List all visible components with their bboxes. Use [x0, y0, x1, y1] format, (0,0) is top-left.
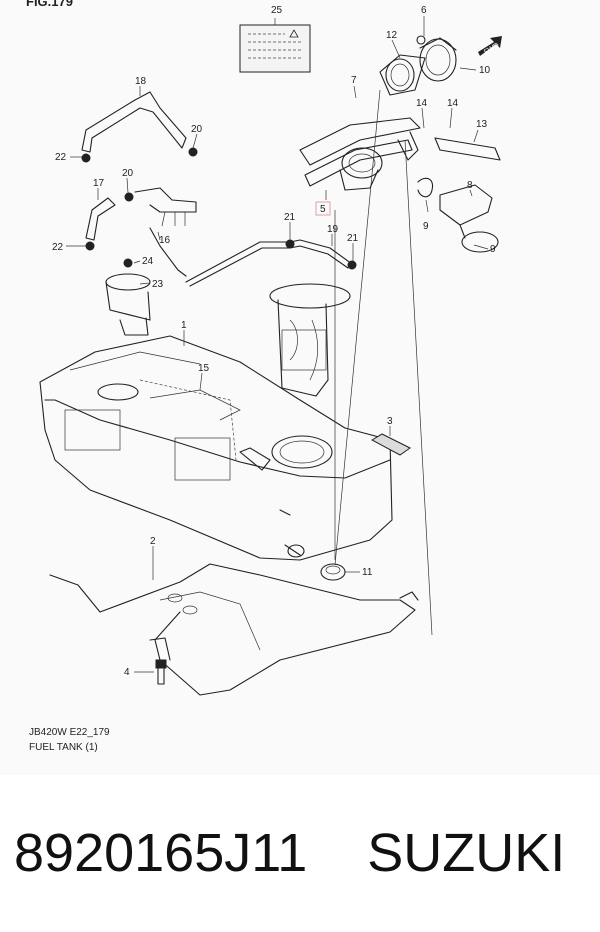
callout-3: 3 [387, 416, 393, 427]
pad-part-3 [370, 433, 411, 456]
callout-6: 6 [421, 5, 427, 16]
highlight-box [315, 201, 331, 216]
svg-text:FWD: FWD [483, 42, 500, 56]
callout-2: 2 [150, 536, 156, 547]
diagram-panel: FIG.179 FWD [26, 0, 502, 753]
figure-title: FUEL TANK (1) [29, 742, 98, 753]
warning-label-part [239, 24, 311, 73]
part-number-caption [0, 775, 600, 932]
fuel-level-sender [105, 258, 151, 336]
callout-4: 4 [124, 667, 130, 678]
filler-neck-part [299, 117, 421, 191]
warning-label-icon [289, 29, 299, 38]
callout-20-top: 20 [191, 124, 203, 135]
callout-20-mid: 20 [122, 168, 134, 179]
callout-14-left: 14 [416, 98, 428, 109]
breather-hoses [417, 137, 501, 253]
grommet-part-11 [320, 563, 346, 581]
callout-17: 17 [93, 178, 105, 189]
callout-10: 10 [479, 65, 491, 76]
callout-23: 23 [152, 279, 164, 290]
leader-lines [66, 16, 489, 673]
callout-21-right: 21 [347, 233, 359, 244]
bolt-part-4 [155, 659, 167, 685]
fuel-pipe [185, 239, 357, 287]
callout-11: 11 [362, 567, 373, 578]
tank-protector [49, 563, 419, 696]
callout-1: 1 [181, 320, 187, 331]
callout-21-left: 21 [284, 212, 296, 223]
vent-hose-18 [81, 91, 198, 163]
callout-22-top: 22 [55, 152, 67, 163]
callout-18: 18 [135, 76, 147, 87]
callout-25: 25 [271, 5, 283, 16]
callout-7: 7 [351, 75, 357, 86]
callout-5-highlighted: 5 [320, 204, 326, 215]
callout-15: 15 [198, 363, 210, 374]
callout-14-right: 14 [447, 98, 459, 109]
callout-9-right: 9 [490, 244, 496, 255]
figure-code: JB420W E22_179 [29, 727, 110, 738]
callout-13: 13 [476, 119, 488, 130]
fuel-pump-module [269, 283, 351, 397]
callout-19: 19 [327, 224, 339, 235]
callout-8: 8 [467, 180, 473, 191]
vent-hose-17 [85, 187, 197, 277]
callout-labels: 25 6 12 10 7 18 20 22 14 14 13 20 17 8 1… [52, 5, 496, 678]
fuel-tank-diagram: FWD [39, 5, 502, 696]
fuel-tank-body [39, 335, 393, 561]
filler-cap-assembly: FWD [379, 35, 502, 96]
callout-9-left: 9 [423, 221, 429, 232]
callout-24: 24 [142, 256, 154, 267]
fwd-arrow-icon: FWD [478, 36, 502, 56]
figure-label: FIG.179 [26, 0, 73, 9]
callout-12: 12 [386, 30, 398, 41]
callout-22-mid: 22 [52, 242, 64, 253]
callout-16: 16 [159, 235, 171, 246]
part-number-text: 8920165J11 SUZUKI [14, 823, 566, 883]
